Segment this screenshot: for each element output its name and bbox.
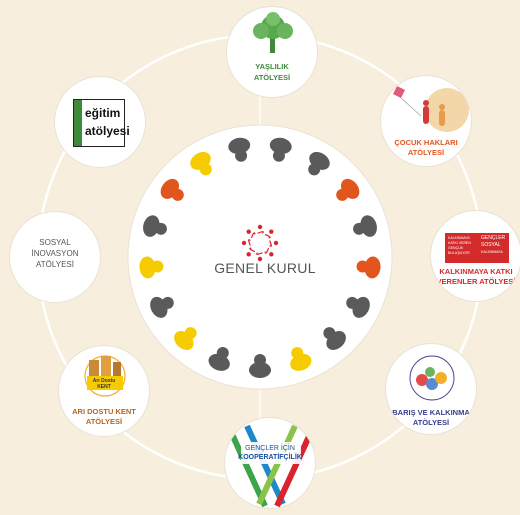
label-sosyal-2: İNOVASYON <box>31 249 79 258</box>
egitim-line-1: eğitim <box>85 106 121 120</box>
egitim-logo: eğitim atölyesi <box>73 99 130 147</box>
label-baris-2: ATÖLYESİ <box>412 418 450 427</box>
network-link <box>264 247 270 254</box>
tree-icon <box>253 12 293 53</box>
network-icon <box>241 224 279 262</box>
logo-left-3: GENÇLİK <box>448 246 464 250</box>
kalkinma-logo: KALKINMAYA KATKI VEREN GENÇLİK BULUŞUYOR… <box>445 233 509 263</box>
network-node <box>257 224 263 230</box>
network-node <box>273 240 279 246</box>
node-kalkinma[interactable]: KALKINMAYA KATKI VEREN GENÇLİK BULUŞUYOR… <box>430 210 520 302</box>
person-icon <box>249 354 271 378</box>
label-gencler-1: GENÇLER İÇİN <box>245 445 295 452</box>
person-icon <box>336 178 360 201</box>
label-gencler-2: KOOPERATİFÇİLİK <box>238 454 302 461</box>
badge-ari-2: KENT <box>97 384 111 390</box>
person-icon <box>143 215 167 237</box>
label-yaslilik-1: YAŞLILIK <box>255 62 289 71</box>
person-icon <box>290 347 312 371</box>
label-cocuk-1: ÇOCUK HAKLARI <box>394 138 458 147</box>
logo-left-2: KATKI VEREN <box>448 241 471 245</box>
person-icon <box>150 296 174 318</box>
network-link <box>269 240 272 247</box>
label-kalkinma-1: KALKINMAYA KATKI <box>439 267 513 276</box>
node-sosyal[interactable]: SOSYAL İNOVASYON ATÖLYESİ <box>9 211 101 303</box>
person-icon <box>228 137 251 162</box>
network-node <box>241 240 247 246</box>
logo-left-1: KALKINMAYA <box>448 236 470 240</box>
node-egitim[interactable]: eğitim atölyesi <box>54 76 146 168</box>
logo-right-2: SOSYAL <box>481 242 501 248</box>
person-icon <box>323 327 346 350</box>
network-link <box>249 247 256 253</box>
badge-ari-1: Arı Dostu <box>92 378 116 384</box>
network-node <box>246 252 251 257</box>
node-yaslilik[interactable]: YAŞLILIK ATÖLYESİ <box>226 6 318 98</box>
person-icon <box>160 178 184 201</box>
node-ari[interactable]: Arı Dostu KENT ARI DOSTU KENT ATÖLYESİ <box>58 345 150 437</box>
logo-right-3: KALKINMAYA <box>481 250 503 254</box>
network-link <box>256 252 263 255</box>
network-link <box>257 231 264 234</box>
label-cocuk-2: ATÖLYESİ <box>407 148 445 157</box>
network-node <box>269 252 274 257</box>
people-ring <box>139 137 381 378</box>
label-ari-1: ARI DOSTU KENT <box>72 407 136 416</box>
egitim-bar <box>74 100 82 146</box>
person-icon <box>346 296 370 318</box>
label-kalkinma-2: VERENLER ATÖLYESİ <box>436 277 516 286</box>
network-link <box>248 239 251 246</box>
network-node <box>269 229 274 234</box>
kids-kite-icon <box>393 86 469 132</box>
person-icon <box>269 137 292 162</box>
label-sosyal-1: SOSYAL <box>39 238 71 247</box>
person-icon <box>353 215 377 237</box>
node-baris[interactable]: BARIŞ VE KALKINMA ATÖLYESİ <box>385 343 477 435</box>
person-icon <box>139 256 164 279</box>
network-node <box>246 229 251 234</box>
network-link <box>264 233 271 239</box>
bee-city-icon <box>84 355 126 397</box>
dove-logo-icon <box>409 355 455 401</box>
node-gencler[interactable]: GENÇLER İÇİN KOOPERATİFÇİLİK <box>224 417 316 509</box>
label-ari-2: ATÖLYESİ <box>85 417 123 426</box>
center-title: GENEL KURUL <box>214 260 316 276</box>
person-icon <box>308 151 330 176</box>
node-cocuk[interactable]: ÇOCUK HAKLARI ATÖLYESİ <box>380 75 472 167</box>
label-baris-1: BARIŞ VE KALKINMA <box>392 408 470 417</box>
network-link <box>250 232 256 239</box>
network-node <box>257 256 263 262</box>
person-icon <box>208 347 230 371</box>
coop-logo-icon <box>228 424 314 508</box>
person-icon <box>356 256 381 279</box>
label-yaslilik-2: ATÖLYESİ <box>253 73 291 82</box>
label-sosyal-3: ATÖLYESİ <box>36 260 74 269</box>
person-icon <box>190 151 212 176</box>
egitim-line-2: atölyesi <box>85 124 130 138</box>
logo-left-4: BULUŞUYOR <box>448 251 470 255</box>
person-icon <box>174 327 197 350</box>
logo-right-1: GENÇLER <box>481 235 506 241</box>
